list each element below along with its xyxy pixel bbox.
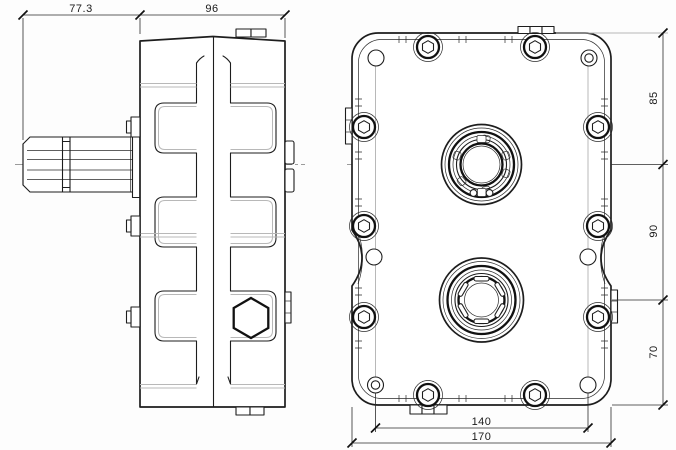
bolt-bottom-left xyxy=(413,380,443,410)
lower-bearing-bore xyxy=(438,257,525,343)
dim-label-90: 90 xyxy=(648,224,660,237)
bottom-tabs-side xyxy=(235,406,265,416)
snap-ring-ears xyxy=(469,188,494,197)
dim-label-140: 140 xyxy=(472,416,492,428)
bolt-right-3 xyxy=(583,302,613,332)
left-face-bolt-bosses xyxy=(125,116,141,328)
hole-mid-right xyxy=(579,248,597,266)
dimension-top: 77.3 96 xyxy=(17,3,291,140)
spline-notches xyxy=(457,275,506,325)
dim-label-body-width: 96 xyxy=(205,3,218,15)
bolt-top-left xyxy=(413,32,443,62)
rib-recesses xyxy=(154,102,277,342)
flange-steps xyxy=(355,36,608,402)
pto-shaft xyxy=(22,131,141,199)
left-tab-front xyxy=(344,107,353,145)
side-view xyxy=(15,28,305,416)
hole-top-left xyxy=(367,49,385,67)
dimension-right: 85 90 70 xyxy=(556,27,669,411)
perimeter-bolts xyxy=(349,32,613,410)
upper-bearing-bore xyxy=(440,123,523,206)
housing-outline xyxy=(351,32,612,406)
hole-bottom-right xyxy=(579,376,597,394)
dimension-bottom: 140 170 xyxy=(346,393,617,449)
front-view xyxy=(344,25,619,415)
flange-lines xyxy=(140,83,285,389)
bolt-left-2 xyxy=(349,211,379,241)
keyway-tab xyxy=(476,135,487,143)
top-boss-side xyxy=(235,28,267,38)
right-tab-front xyxy=(610,289,619,324)
dim-label-70: 70 xyxy=(648,345,660,358)
dim-label-170: 170 xyxy=(472,431,492,443)
bolt-right-1 xyxy=(583,112,613,142)
shaft-groove xyxy=(61,136,71,193)
bolt-right-2 xyxy=(583,211,613,241)
bolt-left-1 xyxy=(349,112,379,142)
dim-label-shaft-length: 77.3 xyxy=(69,3,92,15)
hole-bottom-left xyxy=(366,376,385,394)
top-boss-front xyxy=(517,25,555,35)
bolt-left-3 xyxy=(349,302,379,332)
bolt-bottom-right xyxy=(520,380,550,410)
gearbox-body xyxy=(125,28,295,416)
right-face-boss xyxy=(284,291,292,324)
mounting-holes xyxy=(365,49,598,394)
hole-mid-left xyxy=(365,248,383,266)
shaft-collar xyxy=(131,131,141,199)
hex-plug xyxy=(232,296,270,340)
hole-top-right xyxy=(580,49,598,67)
right-face-stub xyxy=(284,140,295,193)
bolt-top-right xyxy=(520,32,550,62)
dim-label-85: 85 xyxy=(648,91,660,104)
